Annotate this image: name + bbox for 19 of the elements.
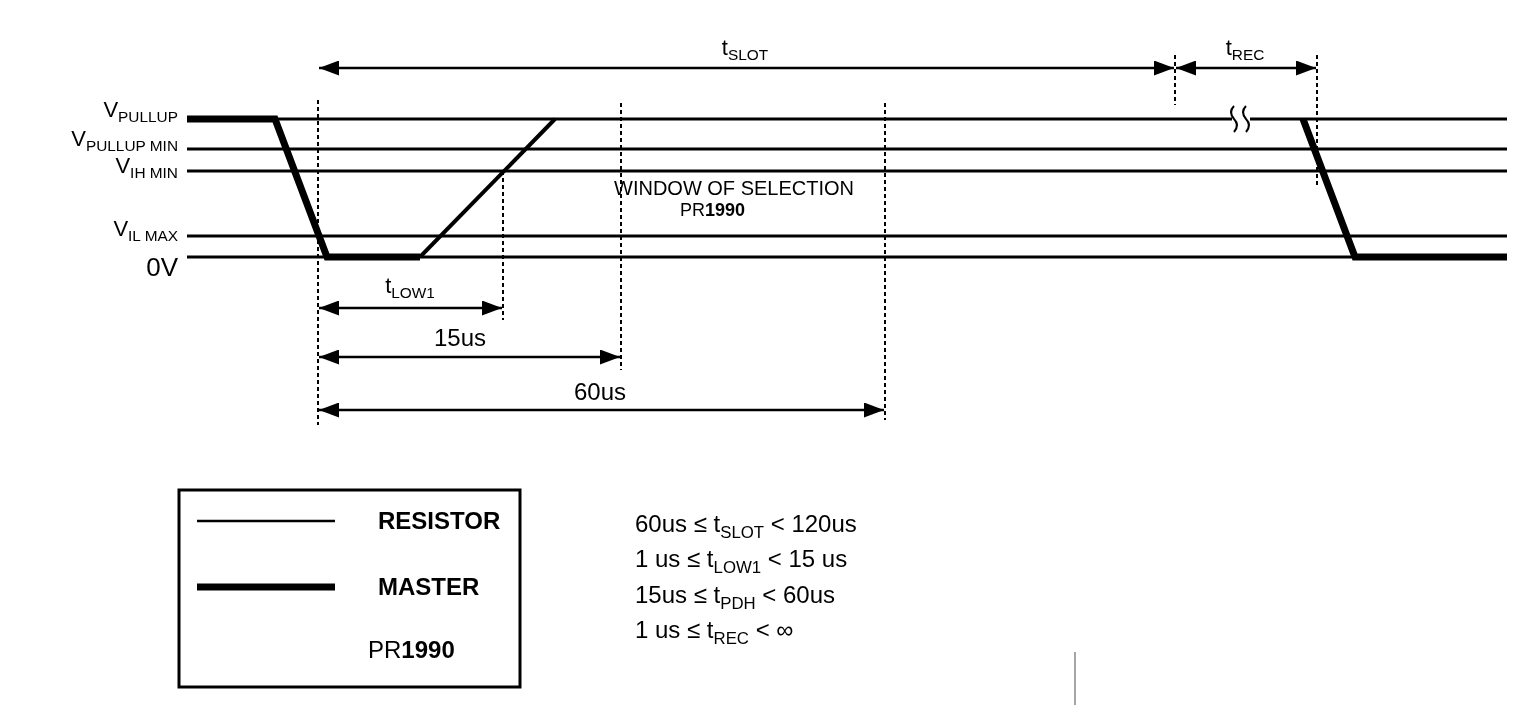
timing-formula: 1 us ≤ t$_{LOW1}$ < 15 us xyxy=(635,546,848,578)
timing-label: t$_{SLOT}$ xyxy=(721,35,769,65)
timing-formula: 15us ≤ t$_{PDH}$ < 60us xyxy=(635,582,836,614)
voltage-level-label: V$_{IL MAX}$ xyxy=(113,216,178,246)
timing-label: t$_{REC}$ xyxy=(1225,35,1265,65)
legend-label: RESISTOR xyxy=(378,507,501,535)
voltage-level-label: V$_{IH MIN}$ xyxy=(115,153,178,183)
annotation-text: WINDOW OF SELECTION xyxy=(614,177,854,199)
timing-label: t$_{LOW1}$ xyxy=(385,273,435,303)
duration-label: 15us xyxy=(434,324,486,352)
voltage-level-label: V$_{PULLUP}$ xyxy=(103,97,178,127)
voltage-level-label: V$_{PULLUP MIN}$ xyxy=(71,126,178,156)
figure-code: PR1990 xyxy=(680,201,746,221)
timing-formula: 60us ≤ t$_{SLOT}$ < 120us xyxy=(635,511,857,543)
timing-formula: 1 us ≤ t$_{REC}$ < ∞ xyxy=(635,617,794,649)
figure-code: PR1990 xyxy=(368,636,455,664)
legend-label: MASTER xyxy=(378,573,480,601)
duration-label: 60us xyxy=(574,378,626,406)
voltage-level-label: 0V xyxy=(146,252,178,282)
